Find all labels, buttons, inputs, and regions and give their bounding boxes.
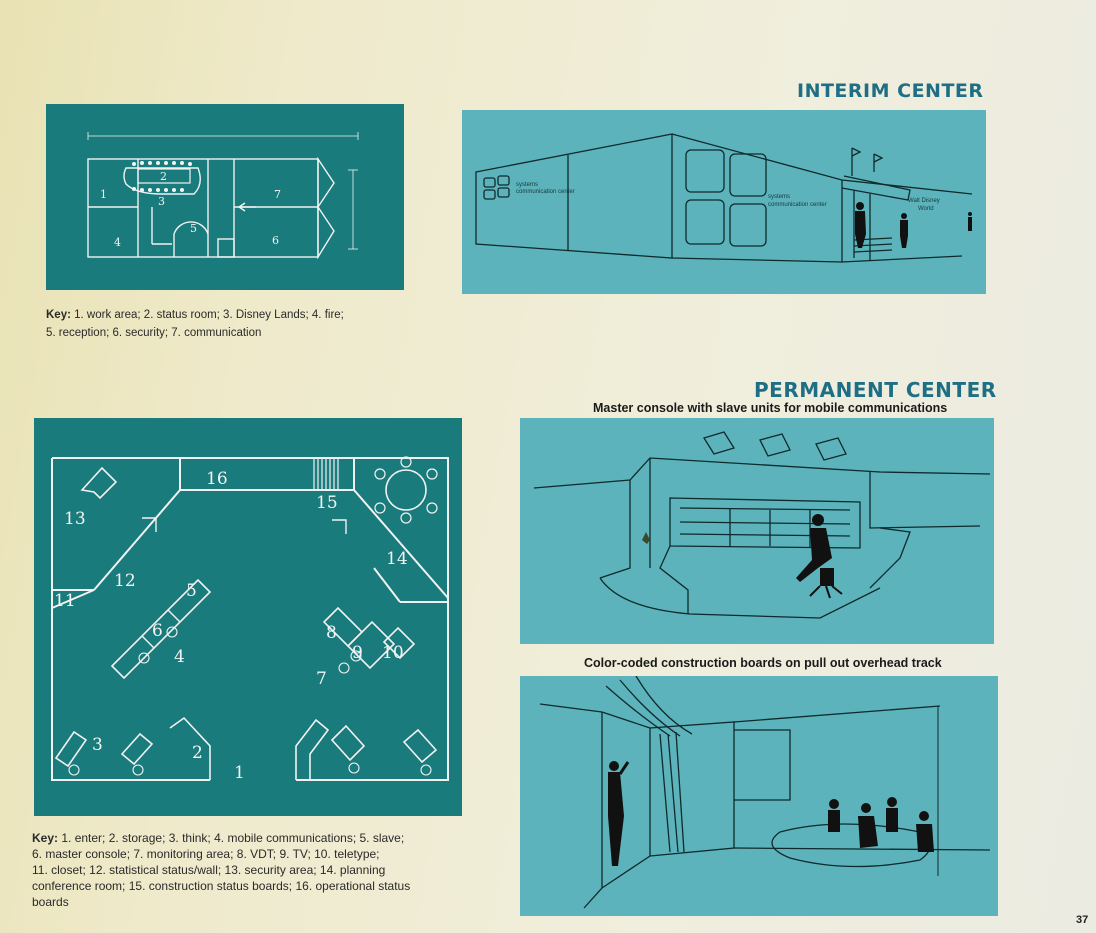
construction-boards-illustration <box>520 676 998 916</box>
plan-label-3: 3 <box>92 735 103 755</box>
interim-sign-right-1: Walt Disney <box>908 198 940 204</box>
interim-sign-left-1: systems <box>516 182 538 188</box>
interim-sign-right-2: World <box>918 206 934 212</box>
interim-key-line1: 1. work area; 2. status room; 3. Disney … <box>70 309 344 321</box>
construction-boards-caption: Color-coded construction boards on pull … <box>584 656 942 670</box>
operator-silhouette <box>642 514 843 599</box>
master-console-illustration <box>520 418 994 644</box>
permanent-center-heading: PERMANENT CENTER <box>754 378 997 402</box>
plan-label-15: 15 <box>316 493 338 513</box>
plan-label-11: 11 <box>54 591 76 611</box>
plan-label-10: 10 <box>382 643 404 663</box>
permanent-key-label: Key: <box>32 831 59 845</box>
permanent-key-line3: 11. closet; 12. statistical status/wall;… <box>32 863 386 877</box>
interim-plan-label-4: 4 <box>114 236 121 249</box>
interim-sign-mid-1: systems <box>768 194 790 200</box>
plan-label-8: 8 <box>326 623 337 643</box>
plan-label-5: 5 <box>186 581 197 601</box>
interim-plan-label-5: 5 <box>190 222 197 235</box>
plan-label-7: 7 <box>316 669 327 689</box>
plan-label-9: 9 <box>352 643 363 663</box>
permanent-key-line4: conference room; 15. construction status… <box>32 879 411 893</box>
people-silhouettes <box>855 202 972 248</box>
permanent-subtitle: Master console with slave units for mobi… <box>593 401 948 415</box>
plan-label-16: 16 <box>206 469 228 489</box>
plan-label-2: 2 <box>192 743 203 763</box>
interim-plan-label-7a: 7 <box>274 188 281 201</box>
interim-key-line2: 5. reception; 6. security; 7. communicat… <box>46 327 262 339</box>
interim-key: Key: 1. work area; 2. status room; 3. Di… <box>46 306 426 342</box>
interim-sign-left-2: communication center <box>516 189 575 195</box>
interim-sign-mid-2: communication center <box>768 202 827 208</box>
interim-plan-label-1: 1 <box>100 188 107 201</box>
page-number: 37 <box>1076 914 1089 926</box>
interim-key-label: Key: <box>46 309 71 321</box>
permanent-key-line5: boards <box>32 895 69 909</box>
plan-label-1: 1 <box>234 763 245 783</box>
interim-plan-label-2: 2 <box>160 170 167 183</box>
permanent-key-line2: 6. master console; 7. monitoring area; 8… <box>32 847 380 861</box>
permanent-floor-plan: 1 2 3 4 5 6 7 8 9 10 11 12 13 14 15 16 <box>34 418 462 816</box>
interim-floor-plan: 1 2 3 4 5 7 6 <box>46 104 404 290</box>
plan-label-12: 12 <box>114 571 136 591</box>
permanent-key-line1: 1. enter; 2. storage; 3. think; 4. mobil… <box>58 831 405 845</box>
interim-center-heading: INTERIM CENTER <box>797 80 984 102</box>
plan-label-6: 6 <box>152 621 163 641</box>
plan-label-14: 14 <box>386 549 408 569</box>
interim-plan-label-3: 3 <box>158 195 165 208</box>
plan-label-4: 4 <box>174 647 185 667</box>
interim-building-illustration: systems communication center systems com… <box>462 110 986 294</box>
interim-plan-label-6: 6 <box>272 234 279 247</box>
plan-label-13: 13 <box>64 509 86 529</box>
permanent-key: Key: 1. enter; 2. storage; 3. think; 4. … <box>32 830 472 910</box>
meeting-silhouettes <box>608 761 934 866</box>
